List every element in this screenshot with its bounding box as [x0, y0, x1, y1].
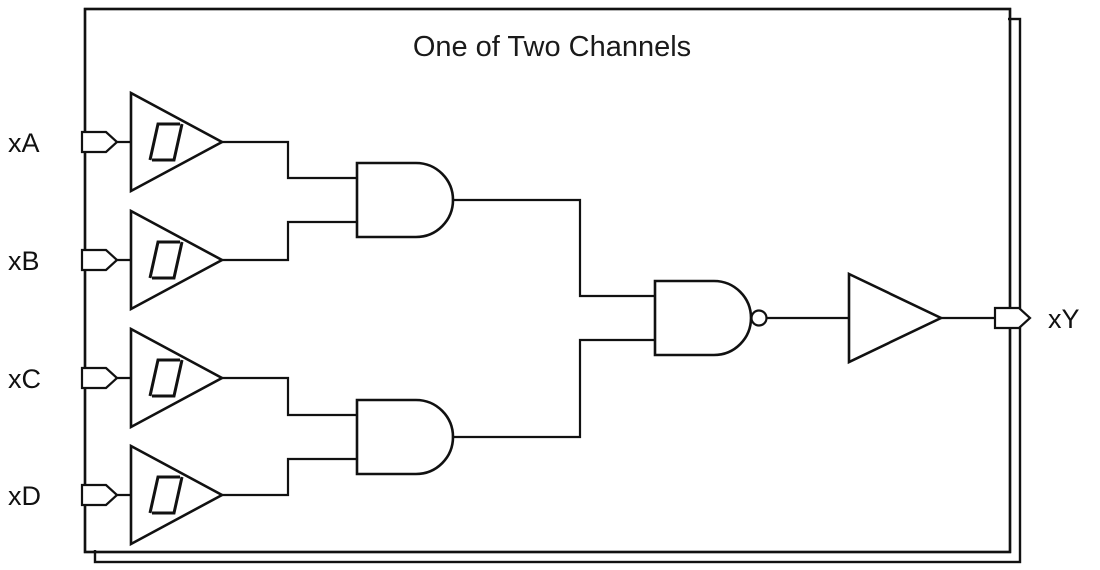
- output-buffer-triangle: [847, 271, 945, 365]
- gate-output-buffer[interactable]: [765, 271, 998, 365]
- and-gate-bottom-body: [355, 398, 455, 476]
- hysteresis-symbol-b: [148, 240, 184, 280]
- input-pin-xa[interactable]: xA: [8, 128, 119, 158]
- pin-symbol-xd: [80, 483, 119, 507]
- nand-inversion-bubble-icon: [750, 309, 768, 327]
- gate-and-top[interactable]: [220, 140, 455, 262]
- wire-andtop-to-nand: [451, 198, 657, 298]
- boundary-box-outer-stroke: [83, 7, 1012, 554]
- gate-schmitt-buffer-a[interactable]: [115, 90, 225, 194]
- hysteresis-symbol-a: [148, 122, 184, 162]
- gate-schmitt-buffer-b[interactable]: [115, 208, 225, 312]
- pin-symbol-xb: [80, 248, 119, 272]
- wire-bufd-to-andbot: [220, 457, 359, 497]
- pin-symbol-xy: [993, 306, 1032, 330]
- wire-bufa-to-andtop: [220, 140, 359, 180]
- gate-schmitt-buffer-d[interactable]: [115, 443, 225, 547]
- nand-gate-body: [653, 279, 753, 357]
- gate-and-bottom[interactable]: [220, 376, 455, 497]
- input-label-xc: xC: [8, 364, 41, 394]
- boundary-box-fill: [87, 11, 1008, 550]
- output-pin-xy[interactable]: xY: [993, 304, 1080, 334]
- output-label-xy: xY: [1048, 304, 1080, 334]
- input-pin-xb[interactable]: xB: [8, 246, 119, 276]
- channel-boundary-box: [83, 7, 1022, 564]
- input-label-xa: xA: [8, 128, 40, 158]
- page-title: One of Two Channels: [413, 31, 691, 63]
- input-label-xb: xB: [8, 246, 40, 276]
- input-pin-xd[interactable]: xD: [8, 481, 119, 511]
- pin-symbol-xa: [80, 130, 119, 154]
- hysteresis-symbol-d: [148, 475, 184, 515]
- pin-symbol-xc: [80, 366, 119, 390]
- wire-bufb-to-andtop: [220, 220, 359, 262]
- wire-andbot-to-nand: [451, 338, 657, 439]
- gate-schmitt-buffer-c[interactable]: [115, 326, 225, 430]
- hysteresis-symbol-c: [148, 358, 184, 398]
- input-pin-xc[interactable]: xC: [8, 364, 119, 394]
- and-gate-top-body: [355, 161, 455, 239]
- wire-bufc-to-andbot: [220, 376, 359, 417]
- gate-nand-output[interactable]: [451, 198, 768, 439]
- input-label-xd: xD: [8, 481, 41, 511]
